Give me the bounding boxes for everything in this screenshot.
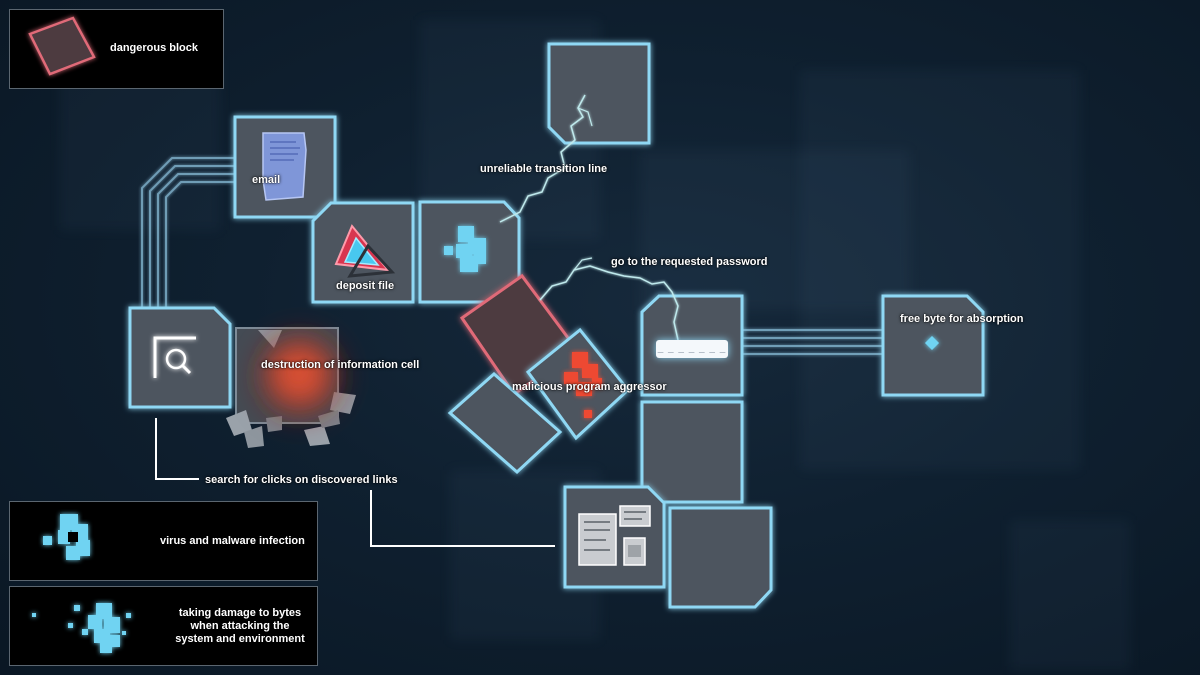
triangle-file-icon — [334, 224, 396, 278]
byte-damage-icon — [32, 603, 131, 653]
password-transition-line — [573, 257, 593, 271]
document-set-icon — [578, 505, 651, 566]
magnifier-icon — [153, 336, 196, 378]
background-panel — [800, 70, 1080, 470]
email-document-icon — [262, 132, 307, 201]
requested-password-label: go to the requested password — [611, 256, 768, 268]
malware-cluster-icon — [564, 352, 602, 418]
virus-cluster-icon — [444, 226, 486, 272]
background-panel — [640, 150, 910, 310]
destroyed-cell — [226, 326, 356, 448]
legend-byte-damage: taking damage to bytes when attacking th… — [9, 586, 318, 666]
diamond-byte-icon[interactable] — [924, 335, 940, 351]
password-field[interactable]: _ _ _ _ _ _ _ — [656, 340, 728, 358]
legend-byte-damage-line: when attacking the — [190, 620, 290, 632]
legend-dangerous-block-text: dangerous block — [110, 42, 199, 54]
legend-dangerous-block: dangerous block — [9, 9, 224, 89]
virus-infection-icon — [43, 514, 90, 560]
deposit-file-label: deposit file — [336, 280, 395, 292]
wire-bundle-free-byte — [742, 329, 882, 355]
malicious-aggressor-label: malicious program aggressor — [512, 381, 667, 393]
unreliable-transition-line — [577, 107, 593, 127]
dangerous-block-icon — [28, 16, 96, 76]
unreliable-transition-line — [499, 94, 586, 223]
legend-byte-damage-line: taking damage to bytes — [178, 607, 302, 619]
email-label: email — [252, 174, 281, 186]
pointer-lines — [155, 418, 555, 547]
empty-tile[interactable] — [668, 506, 773, 609]
legend-virus-infection-text: virus and malware infection — [160, 535, 305, 547]
search-clicks-label: search for clicks on discovered links — [205, 474, 398, 486]
legend-virus-infection: virus and malware infection — [9, 501, 318, 581]
empty-tile[interactable] — [547, 42, 651, 145]
legend-byte-damage-line: system and environment — [175, 633, 305, 645]
destruction-cell-label: destruction of information cell — [261, 359, 420, 371]
legend-byte-damage-text: taking damage to bytes when attacking th… — [165, 607, 315, 646]
empty-tile[interactable] — [447, 371, 563, 475]
background-panel — [1010, 520, 1130, 670]
free-byte-label: free byte for absorption — [900, 313, 1024, 325]
empty-tile[interactable] — [640, 400, 744, 504]
unreliable-line-label: unreliable transition line — [480, 163, 608, 175]
password-transition-line — [539, 265, 679, 341]
search-tile[interactable] — [128, 306, 232, 409]
wire-bundle-email — [141, 157, 240, 310]
